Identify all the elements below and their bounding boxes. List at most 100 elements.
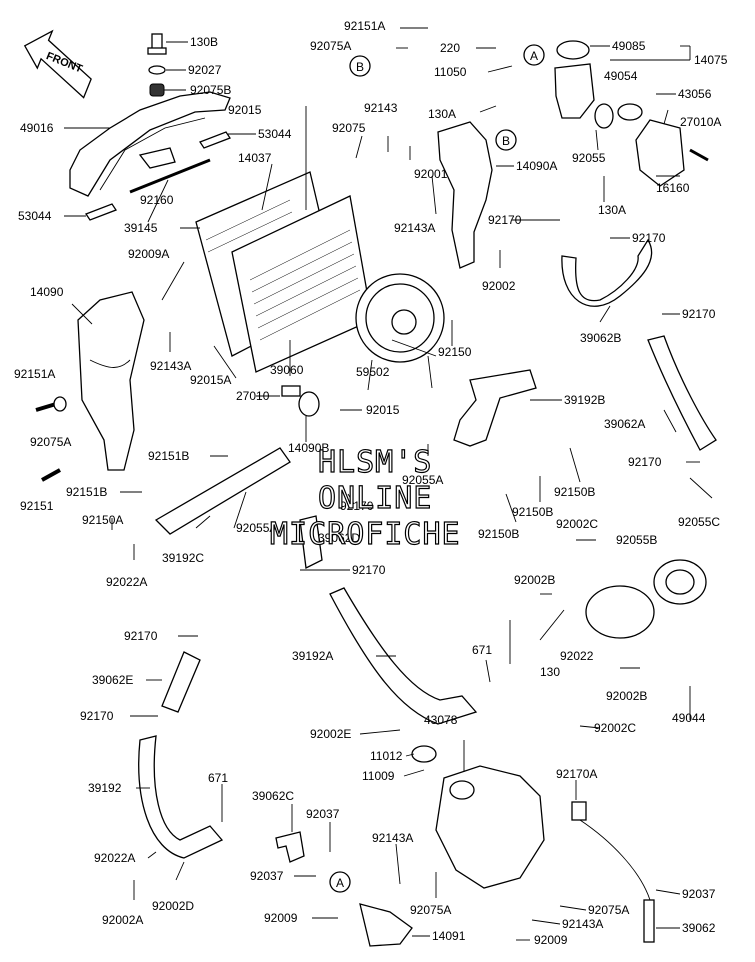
part-label: 43056 <box>678 87 712 101</box>
part-label: 92075A <box>30 435 71 449</box>
part-label: 92009 <box>264 911 298 925</box>
part-label: 92075A <box>410 903 451 917</box>
part-label: 39062A <box>604 417 645 431</box>
part-drawings <box>35 33 717 947</box>
part-label: 130B <box>190 35 218 49</box>
part-label: 59502 <box>356 365 390 379</box>
part-label: 92037 <box>682 887 716 901</box>
part-label: 92022A <box>94 851 135 865</box>
front-arrow: FRONT <box>23 29 92 99</box>
right-shroud <box>437 121 493 269</box>
part-label: 92170 <box>80 709 114 723</box>
part-label: 92037 <box>306 807 340 821</box>
part-label: 92151A <box>14 367 55 381</box>
part-label: 92170 <box>682 307 716 321</box>
part-label: 92151B <box>148 449 189 463</box>
part-label: 92027 <box>188 63 222 77</box>
part-label: 11012 <box>370 749 403 763</box>
part-label: 92055 <box>572 151 606 165</box>
part-label: 130 <box>540 665 560 679</box>
part-label: 92151B <box>66 485 107 499</box>
callout-b: B <box>502 134 510 148</box>
part-label: 92001 <box>414 167 448 181</box>
part-label: 49054 <box>604 69 638 83</box>
part-label: 92075A <box>588 903 629 917</box>
part-label: 92055A <box>402 473 443 487</box>
part-label: 49044 <box>672 711 706 725</box>
part-label: 39145 <box>124 221 158 235</box>
part-label: 92002D <box>152 899 194 913</box>
callout-b: B <box>356 60 364 74</box>
part-label: 39192A <box>292 649 333 663</box>
part-label: 92002C <box>594 721 636 735</box>
part-label: 11050 <box>434 65 467 79</box>
part-labels: 130B 92027 92075B 49016 53044 53044 3914… <box>14 19 728 947</box>
part-label: 92150A <box>82 513 123 527</box>
part-label: 92150B <box>512 505 553 519</box>
part-label: 43078 <box>424 713 458 727</box>
part-label: 92055A <box>236 521 277 535</box>
part-label: 92160 <box>140 193 174 207</box>
part-label: 49085 <box>612 39 646 53</box>
part-label: 92170 <box>340 499 374 513</box>
part-label: 92170 <box>632 231 666 245</box>
part-label: 49016 <box>20 121 54 135</box>
part-label: 14037 <box>238 151 272 165</box>
pipe-39192b <box>453 369 537 447</box>
watermark: HLSM'S ONLINE MICROFICHE <box>269 444 461 552</box>
leader-lines <box>64 27 713 941</box>
part-label: 671 <box>208 771 228 785</box>
part-label: 92143A <box>150 359 191 373</box>
part-label: 92009 <box>534 933 568 947</box>
pipe-39192c <box>154 447 291 535</box>
part-label: 39062B <box>580 331 621 345</box>
radiator-cover <box>69 91 231 197</box>
watermark-line-1: HLSM'S <box>318 445 432 480</box>
callout-a: A <box>336 876 344 890</box>
part-label: 39192C <box>162 551 204 565</box>
part-label: 14090B <box>288 441 329 455</box>
filler-neck <box>554 63 595 119</box>
part-label: 92002 <box>482 279 516 293</box>
part-label: 39062 <box>682 921 716 935</box>
part-label: 92075 <box>332 121 366 135</box>
part-label: 14090A <box>516 159 557 173</box>
part-label: 39062C <box>252 789 294 803</box>
hose-39062b <box>561 238 653 307</box>
part-label: 130A <box>428 107 456 121</box>
part-label: 92170 <box>352 563 386 577</box>
part-label: 92170 <box>628 455 662 469</box>
part-label: 92150 <box>438 345 472 359</box>
watermark-line-3: MICROFICHE <box>270 517 461 552</box>
part-label: 130A <box>598 203 626 217</box>
callouts: A B B A <box>329 44 545 893</box>
part-label: 220 <box>440 41 460 55</box>
part-label: 92151A <box>344 19 385 33</box>
part-label: 14075 <box>694 53 728 67</box>
part-label: 92002B <box>606 689 647 703</box>
part-label: 92055B <box>616 533 657 547</box>
part-label: 92055C <box>678 515 720 529</box>
part-label: 11009 <box>362 769 395 783</box>
part-label: 92143A <box>394 221 435 235</box>
part-label: 92009A <box>128 247 169 261</box>
part-label: 92170 <box>488 213 522 227</box>
part-label: 16160 <box>656 181 690 195</box>
part-label: 92002E <box>310 727 351 741</box>
part-label: 92015 <box>228 103 262 117</box>
watermark-line-2: ONLINE <box>318 481 432 516</box>
part-label: 92150B <box>554 485 595 499</box>
part-label: 92075B <box>190 83 231 97</box>
part-label: 92022A <box>106 575 147 589</box>
part-label: 53044 <box>18 209 52 223</box>
part-label: 92143A <box>372 831 413 845</box>
part-label: 92015 <box>366 403 400 417</box>
part-label: 92170 <box>124 629 158 643</box>
part-label: 39062E <box>92 673 133 687</box>
part-label: 92022 <box>560 649 594 663</box>
part-label: 14090 <box>30 285 64 299</box>
part-label: 92170A <box>556 767 597 781</box>
part-label: 53044 <box>258 127 292 141</box>
callout-a: A <box>530 49 538 63</box>
